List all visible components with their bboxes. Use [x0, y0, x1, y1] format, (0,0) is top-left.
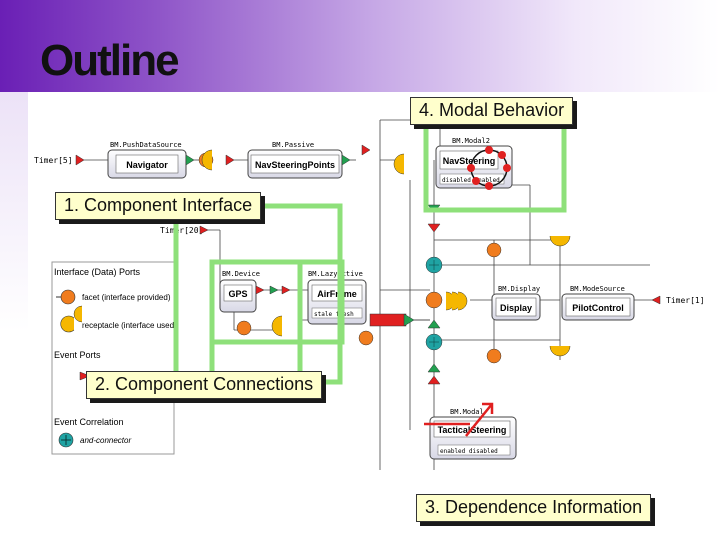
receptacle-ports — [73, 149, 571, 357]
component-type-label: BM.Device — [222, 270, 260, 278]
legend-receptacle: receptacle (interface used) — [82, 321, 177, 330]
component-name: Navigator — [126, 160, 168, 170]
event-source-icon — [225, 154, 235, 166]
side-band — [0, 92, 28, 332]
event-source-icon — [281, 285, 291, 295]
component-nav-steering-points[interactable]: BM.Passive NavSteeringPoints — [247, 141, 343, 179]
receptacle-icon — [457, 291, 468, 311]
component-navigator[interactable]: BM.PushDataSource Navigator — [107, 141, 187, 179]
callout-dependence-information: 3. Dependence Information — [416, 494, 652, 522]
component-type-label: BM.ModeSource — [570, 285, 625, 293]
slide-title: Outline — [40, 36, 180, 85]
callout-component-connections: 2. Component Connections — [86, 371, 323, 399]
facet-icon — [486, 348, 502, 364]
facet-icon — [486, 242, 502, 258]
callout-component-interface: 1. Component Interface — [55, 192, 262, 220]
event-source-icon — [75, 154, 85, 166]
component-type-label: BM.Modal — [450, 408, 484, 416]
component-display[interactable]: BM.Display Display — [491, 285, 541, 321]
component-type-label: BM.Modal2 — [452, 137, 490, 145]
correlation-connectors — [425, 256, 443, 351]
event-sink-icon — [427, 363, 441, 373]
legend-interface-heading: Interface (Data) Ports — [54, 267, 141, 277]
component-attribute: enabled disabled — [440, 448, 498, 455]
receptacle-icon — [393, 153, 405, 175]
timer-label: Timer[5] — [34, 156, 73, 165]
component-name: GPS — [228, 289, 247, 299]
receptacle-icon — [60, 315, 75, 333]
legend-event-source-icon — [79, 371, 91, 381]
legend-panel: Interface (Data) Ports facet (interface … — [51, 261, 177, 455]
component-attribute: disabled enabled — [442, 177, 500, 184]
component-type-label: BM.Display — [498, 285, 540, 293]
receptacle-icon — [73, 305, 83, 323]
component-type-label: BM.LazyActive — [308, 270, 363, 278]
facet-icon — [358, 330, 374, 346]
receptacle-icon — [549, 345, 571, 357]
event-sink-icon — [341, 154, 351, 166]
receptacle-icon — [271, 315, 283, 337]
component-name: Display — [500, 303, 532, 313]
event-queue-icon — [369, 313, 407, 327]
event-ports — [75, 144, 661, 385]
event-source-icon — [255, 285, 265, 295]
receptacle-icon — [549, 235, 571, 247]
component-type-label: BM.Passive — [272, 141, 314, 149]
component-type-label: BM.PushDataSource — [110, 141, 182, 149]
event-sink-icon — [403, 313, 415, 327]
component-name: AirFrame — [317, 289, 357, 299]
facet-icon — [60, 289, 76, 305]
component-airframe[interactable]: BM.LazyActive AirFrame stale fresh — [307, 270, 367, 325]
legend-event-ports: Event Ports — [54, 350, 101, 360]
component-gps[interactable]: BM.Device GPS — [219, 270, 260, 313]
timer-label: Timer[20] — [160, 226, 203, 235]
component-name: NavSteering — [443, 156, 496, 166]
event-source-icon — [427, 375, 441, 385]
callout-modal-behavior: 4. Modal Behavior — [410, 97, 574, 125]
mode-ring — [467, 146, 511, 190]
event-source-icon — [361, 144, 371, 156]
legend-event-correlation: Event Correlation — [54, 417, 124, 427]
component-tactical-steering[interactable]: BM.Modal TacticalSteering enabled disabl… — [429, 408, 517, 460]
timer-label: Timer[1] — [666, 296, 705, 305]
event-source-icon — [427, 223, 441, 233]
component-name: NavSteeringPoints — [255, 160, 335, 170]
component-name: PilotControl — [572, 303, 624, 313]
event-source-icon — [651, 295, 661, 305]
dependence-arrows — [424, 402, 494, 437]
event-sink-icon — [427, 319, 441, 329]
event-source-icon — [199, 225, 209, 235]
event-sink-icon — [269, 285, 279, 295]
legend-facet: facet (interface provided) — [82, 293, 171, 302]
event-sink-icon — [185, 154, 195, 166]
legend-and-connector: and-connector — [80, 436, 131, 445]
title-band — [0, 0, 720, 92]
facet-icon — [236, 320, 252, 336]
component-pilot-control[interactable]: BM.ModeSource PilotControl — [561, 285, 635, 321]
facet-icon — [425, 291, 443, 309]
component-attribute: stale fresh — [314, 311, 354, 318]
receptacle-icon — [201, 149, 213, 171]
